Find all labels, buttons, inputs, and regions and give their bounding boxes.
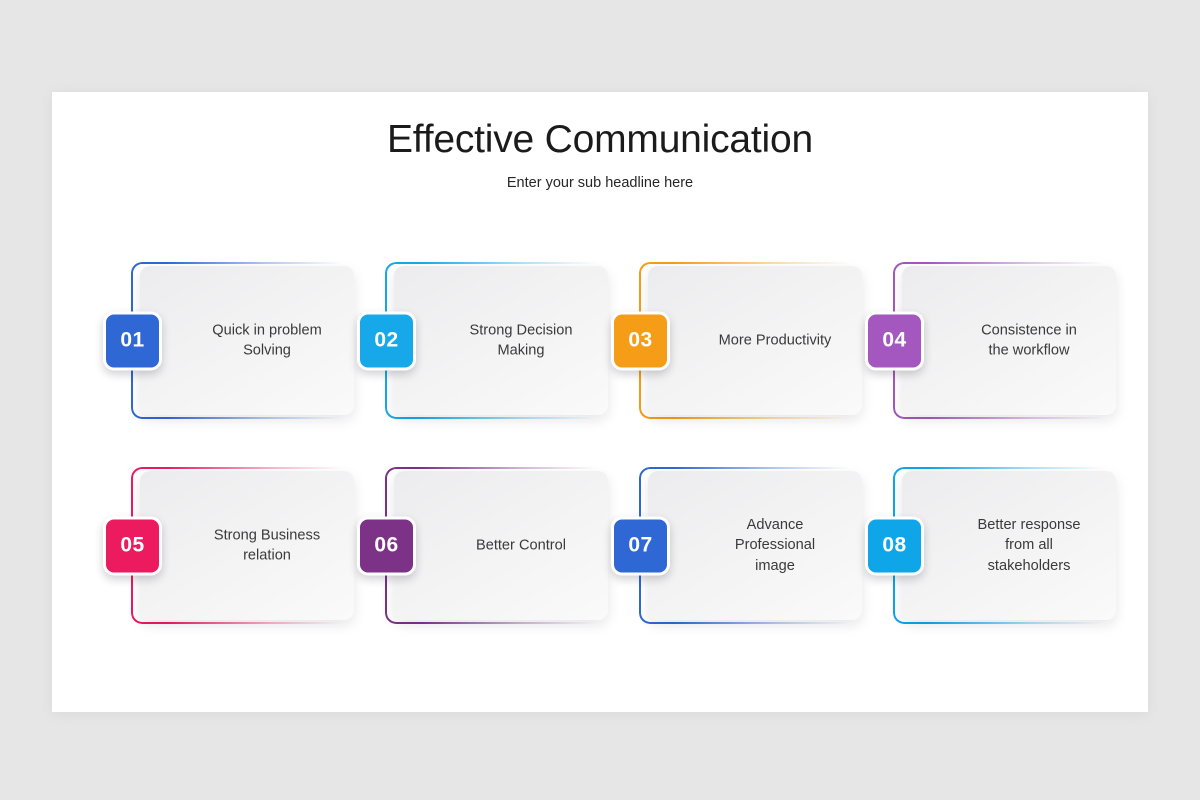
feature-card[interactable]: Strong Decision Making 02 xyxy=(357,262,608,419)
feature-card[interactable]: Advance Professional image 07 xyxy=(611,467,862,624)
card-number-badge[interactable]: 01 xyxy=(103,311,162,370)
card-number-badge[interactable]: 08 xyxy=(865,516,924,575)
card-number-badge[interactable]: 03 xyxy=(611,311,670,370)
card-panel: Consistence in the workflow xyxy=(902,266,1116,415)
card-label: Better Control xyxy=(475,537,567,554)
card-number-badge[interactable]: 04 xyxy=(865,311,924,370)
card-panel: Strong Business relation xyxy=(140,471,354,620)
page-subtitle: Enter your sub headline here xyxy=(506,174,694,191)
feature-card[interactable]: Consistence in the workflow 04 xyxy=(865,262,1116,419)
card-panel: Advance Professional image xyxy=(648,471,862,620)
card-panel: Strong Decision Making xyxy=(394,266,608,415)
card-label: Strong Business relation xyxy=(213,526,321,564)
card-panel: Quick in problem Solving xyxy=(140,266,354,415)
card-label: Better response from all stakeholders xyxy=(977,516,1081,574)
feature-card[interactable]: Strong Business relation 05 xyxy=(103,467,354,624)
card-panel: Better response from all stakeholders xyxy=(902,471,1116,620)
card-label: Advance Professional image xyxy=(734,516,816,574)
card-label: Quick in problem Solving xyxy=(212,321,322,359)
feature-card-grid: Quick in problem Solving 01 Strong Decisio… xyxy=(103,262,1134,624)
card-number-badge[interactable]: 02 xyxy=(357,311,416,370)
card-number-badge[interactable]: 05 xyxy=(103,516,162,575)
card-number-badge[interactable]: 07 xyxy=(611,516,670,575)
slide-canvas: Effective Communication Enter your sub h… xyxy=(52,92,1148,712)
card-label: More Productivity xyxy=(718,332,832,349)
card-label: Consistence in the workflow xyxy=(981,321,1077,359)
feature-card[interactable]: Quick in problem Solving 01 xyxy=(103,262,354,419)
card-panel: More Productivity xyxy=(648,266,862,415)
card-panel: Better Control xyxy=(394,471,608,620)
card-label: Strong Decision Making xyxy=(469,321,573,359)
slide-header: Effective Communication Enter your sub h… xyxy=(52,118,1148,191)
feature-card[interactable]: More Productivity 03 xyxy=(611,262,862,419)
feature-card[interactable]: Better response from all stakeholders 08 xyxy=(865,467,1116,624)
page-title: Effective Communication xyxy=(386,118,814,161)
card-number-badge[interactable]: 06 xyxy=(357,516,416,575)
feature-card[interactable]: Better Control 06 xyxy=(357,467,608,624)
